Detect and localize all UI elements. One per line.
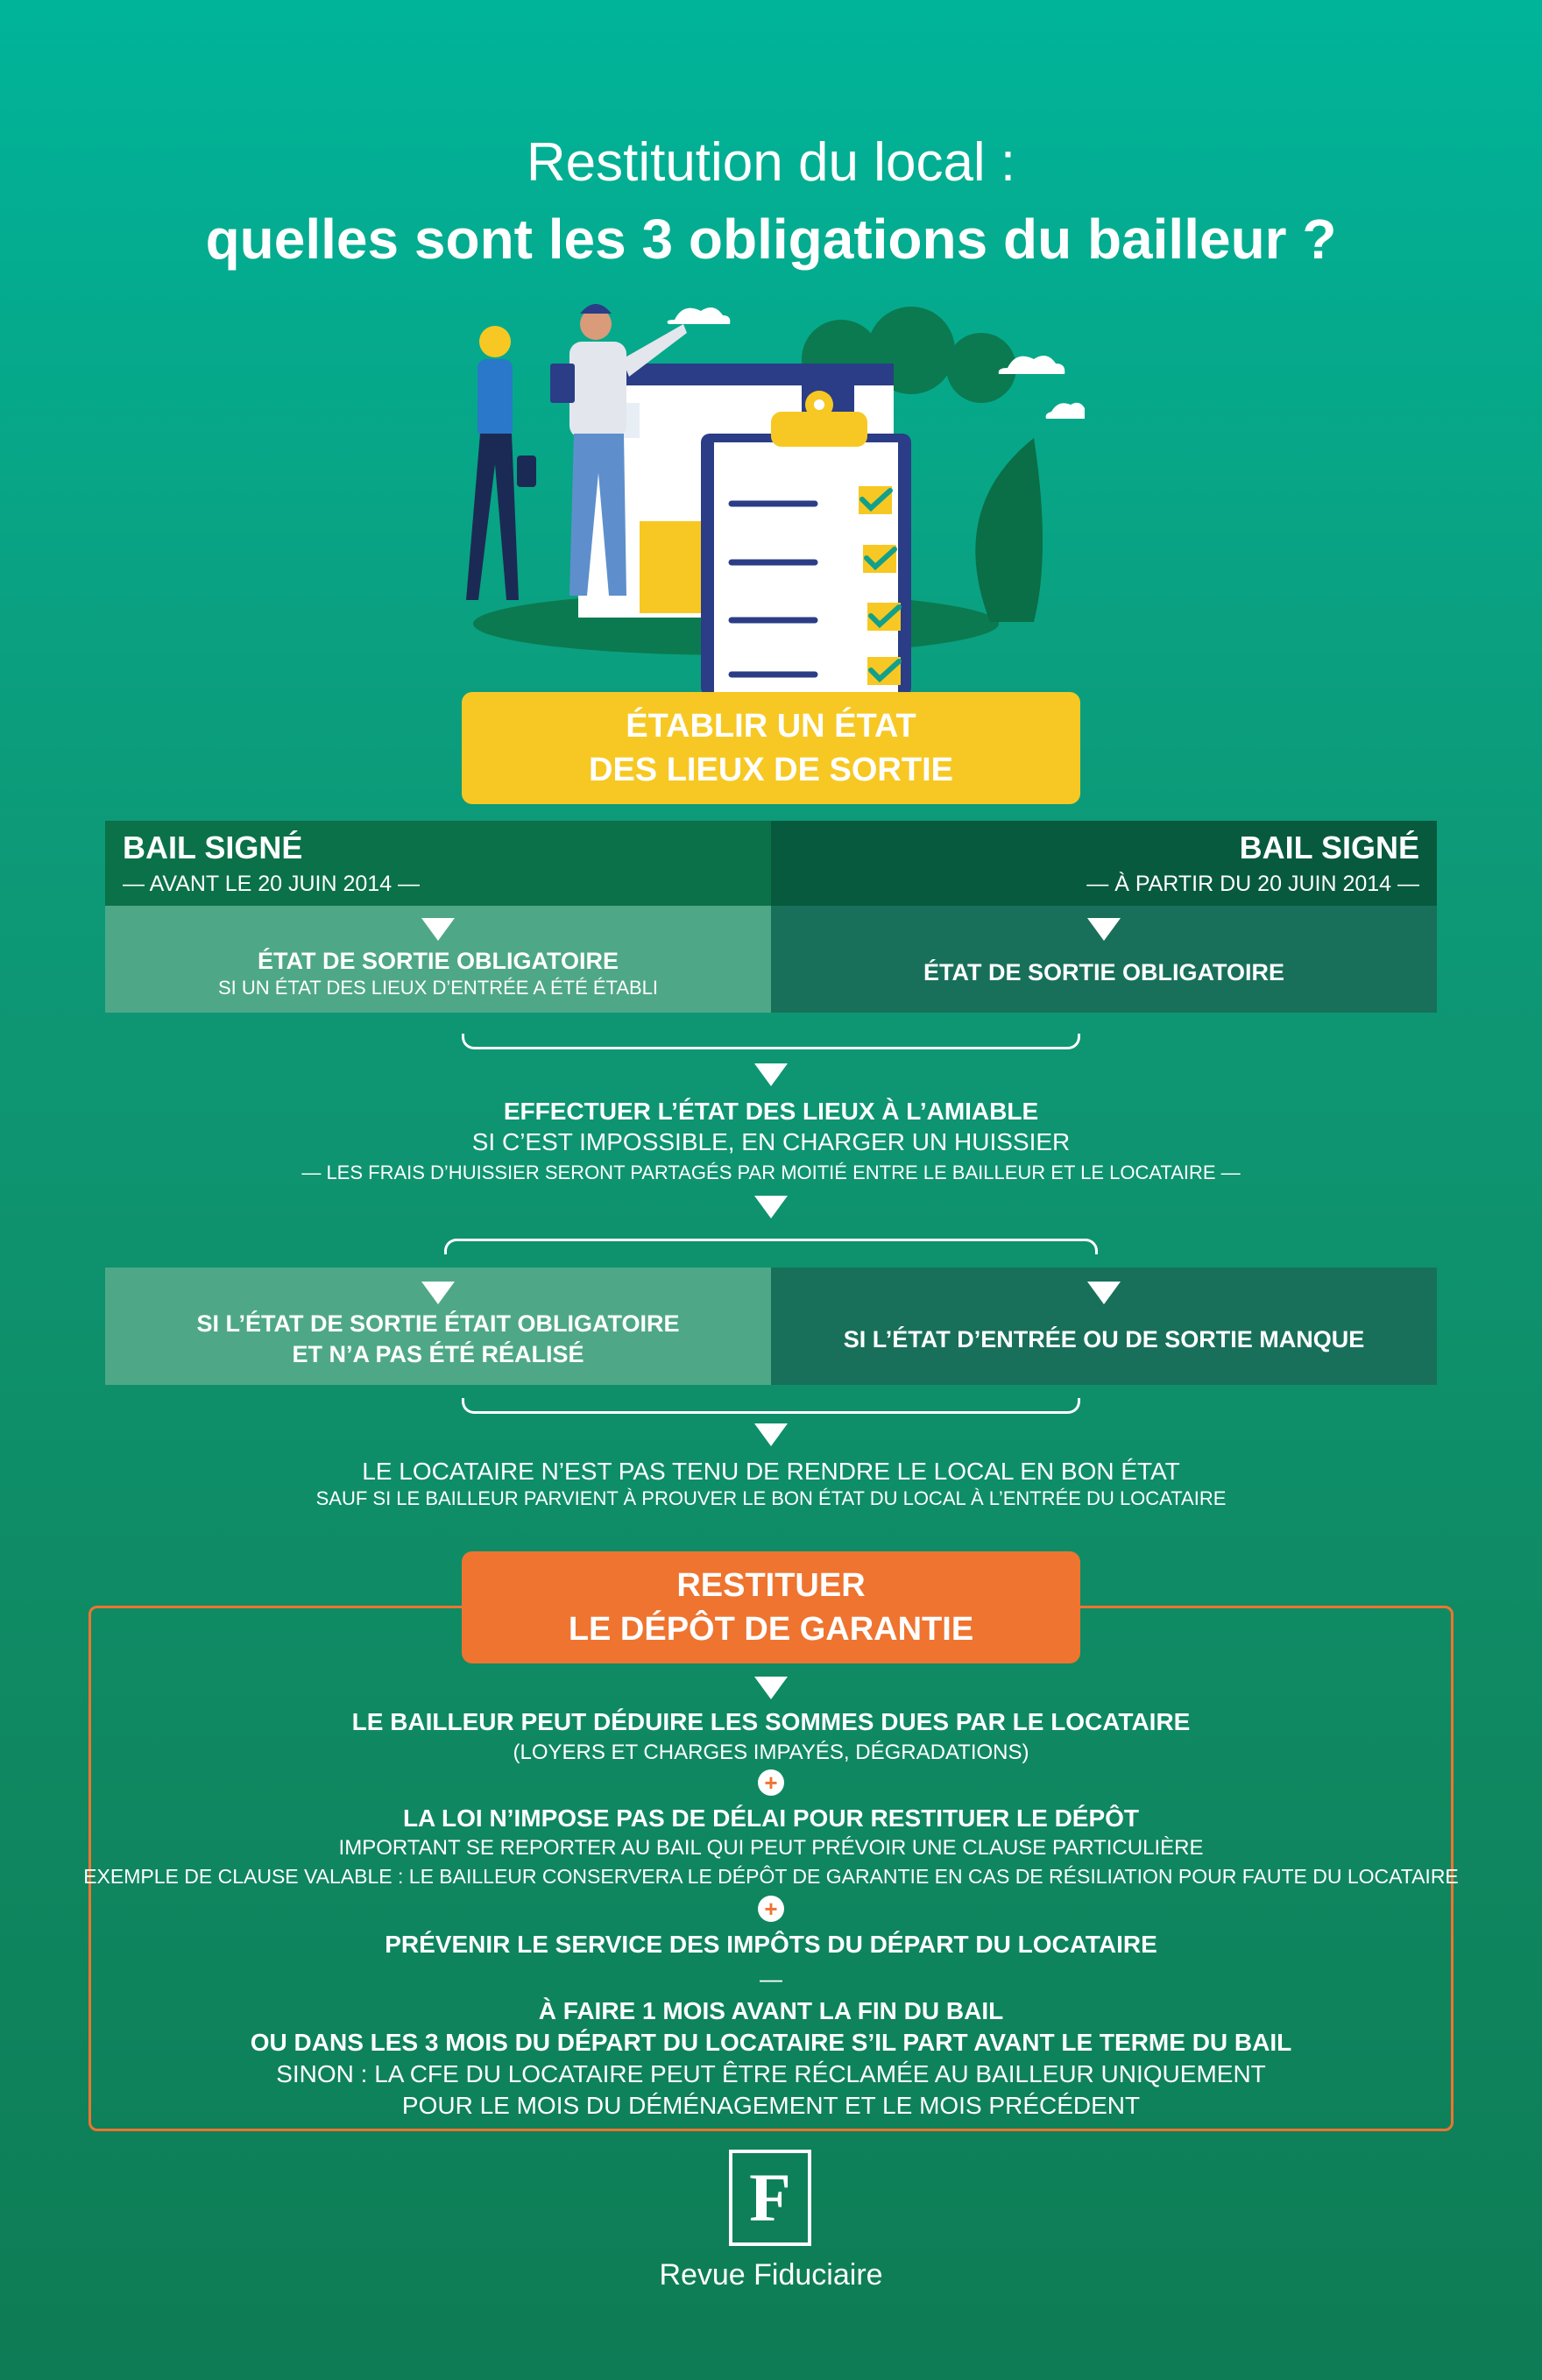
item3-line: À FAIRE 1 MOIS AVANT LA FIN DU BAIL [538,1997,1004,2024]
header-title: BAIL SIGNÉ [123,830,303,865]
item3-line: OU DANS LES 3 MOIS DU DÉPART DU LOCATAIR… [250,2029,1292,2056]
item3-line: SINON : LA CFE DU LOCATAIRE PEUT ÊTRE RÉ… [276,2060,1266,2087]
tablet-icon [550,364,575,403]
plant-leaf [975,438,1043,622]
item3-dash: — [760,1966,782,1992]
cell-case-non-realise: SI L’ÉTAT DE SORTIE ÉTAIT OBLIGATOIRE ET… [105,1268,771,1385]
page-title-line2: quelles sont les 3 obligations du baille… [205,208,1337,271]
badge-etat-des-lieux: ÉTABLIR UN ÉTAT DES LIEUX DE SORTIE [462,692,1080,804]
badge-line: DES LIEUX DE SORTIE [589,752,953,788]
logo-text: Revue Fiduciaire [659,2258,883,2292]
plus-icon: + [758,1896,784,1922]
arrow-down-icon [754,1423,788,1446]
arrow-down-icon [754,1677,788,1699]
badge-depot-garantie: RESTITUER LE DÉPÔT DE GARANTIE [462,1551,1080,1663]
brace-icon [444,1239,1098,1254]
header-subtitle: — À PARTIR DU 20 JUIN 2014 — [1086,872,1419,896]
result-note: SAUF SI LE BAILLEUR PARVIENT À PROUVER L… [315,1487,1227,1509]
cloud-icon [998,356,1065,374]
arrow-down-icon [421,918,455,941]
arrow-down-icon [421,1282,455,1304]
item2-example: EXEMPLE DE CLAUSE VALABLE : LE BAILLEUR … [83,1865,1459,1888]
logo-mark: F [749,2159,791,2235]
header-title: BAIL SIGNÉ [1239,830,1419,865]
arrow-down-icon [1087,918,1121,941]
arrow-down-icon [1087,1282,1121,1304]
cell-title: ÉTAT DE SORTIE OBLIGATOIRE [923,958,1284,985]
item2-title: LA LOI N’IMPOSE PAS DE DÉLAI POUR RESTIT… [402,1804,1140,1832]
cell-line: ET N’A PAS ÉTÉ RÉALISÉ [292,1341,584,1367]
item1-note: (LOYERS ET CHARGES IMPAYÉS, DÉGRADATIONS… [513,1741,1029,1764]
cloud-icon [667,307,731,324]
page-title-line1: Restitution du local : [526,132,1016,193]
cell-note: SI UN ÉTAT DES LIEUX D’ENTRÉE A ÉTÉ ÉTAB… [217,976,659,999]
item1-title: LE BAILLEUR PEUT DÉDUIRE LES SOMMES DUES… [351,1708,1191,1735]
man-body [569,342,626,438]
man-head [580,308,612,340]
brace-icon [462,1034,1080,1049]
badge-line: RESTITUER [676,1567,866,1604]
item3-line: POUR LE MOIS DU DÉMÉNAGEMENT ET LE MOIS … [401,2092,1141,2119]
item2-line: IMPORTANT SE REPORTER AU BAIL QUI PEUT P… [338,1836,1204,1860]
clipboard-clip [771,412,867,447]
checklist-illustration [466,304,1085,696]
check-icon [859,488,902,683]
header-bail-avant: BAIL SIGNÉ — AVANT LE 20 JUIN 2014 — [105,821,771,906]
bush-3 [946,333,1016,403]
cell-line: SI L’ÉTAT D’ENTRÉE OU DE SORTIE MANQUE [843,1325,1365,1352]
plus-icon: + [758,1769,784,1796]
header-subtitle: — AVANT LE 20 JUIN 2014 — [123,872,421,896]
brace-icon [462,1398,1080,1414]
cell-title: ÉTAT DE SORTIE OBLIGATOIRE [257,947,619,974]
woman-body [477,359,513,438]
woman-head [479,326,511,357]
amiable-title: EFFECTUER L’ÉTAT DES LIEUX À L’AMIABLE [503,1098,1039,1125]
badge-line: LE DÉPÔT DE GARANTIE [568,1611,974,1648]
arrow-down-icon [754,1196,788,1218]
result-line: LE LOCATAIRE N’EST PAS TENU DE RENDRE LE… [362,1458,1180,1485]
cloud-icon [1045,402,1085,419]
badge-line: ÉTABLIR UN ÉTAT [626,708,916,745]
amiable-line: SI C’EST IMPOSSIBLE, EN CHARGER UN HUISS… [471,1128,1071,1155]
item3-title: PRÉVENIR LE SERVICE DES IMPÔTS DU DÉPART… [385,1931,1157,1958]
arrow-down-icon [754,1063,788,1086]
cell-line: SI L’ÉTAT DE SORTIE ÉTAIT OBLIGATOIRE [196,1310,680,1337]
amiable-note: — LES FRAIS D’HUISSIER SERONT PARTAGÉS P… [301,1162,1241,1183]
revue-fiduciaire-logo: F [729,2150,811,2246]
header-bail-apres: BAIL SIGNÉ — À PARTIR DU 20 JUIN 2014 — [771,821,1437,906]
